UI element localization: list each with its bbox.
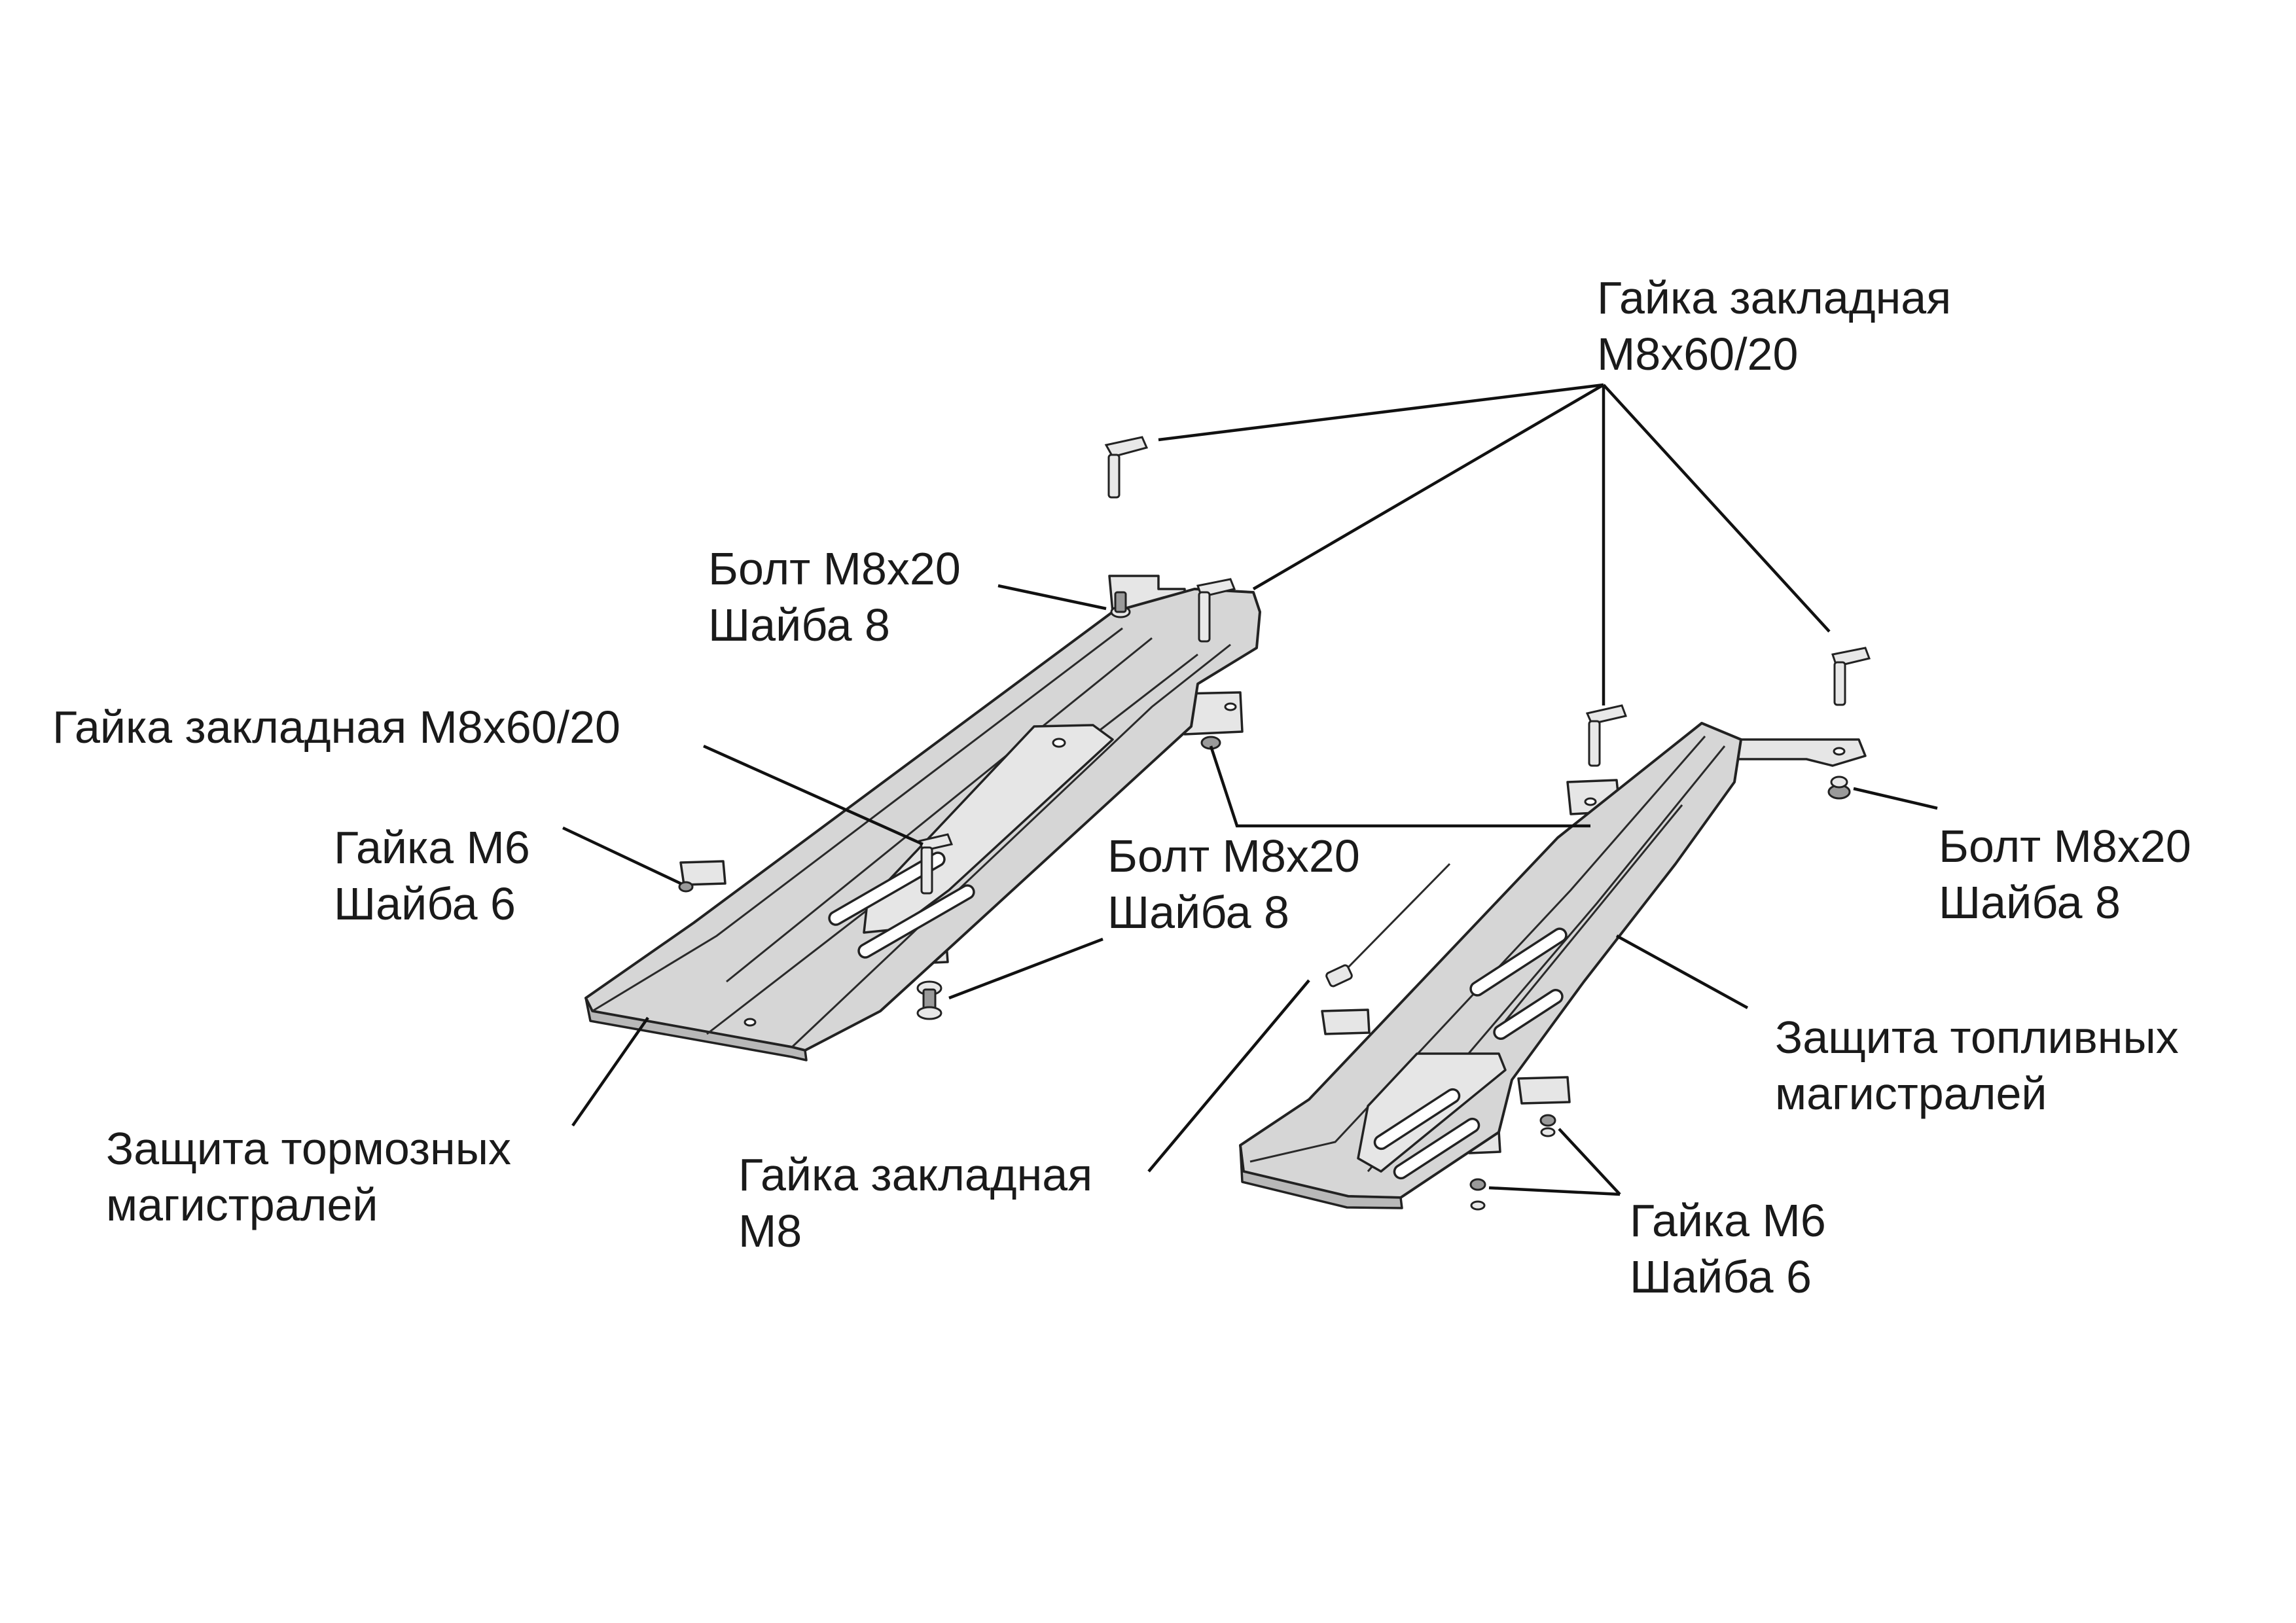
label-line: Болт М8х20	[1107, 830, 1360, 882]
label-line: М8х60/20	[1597, 329, 1799, 380]
leader-lines	[562, 383, 1938, 1196]
label-line: М8	[738, 1205, 802, 1257]
label-line: Гайка закладная	[738, 1149, 1093, 1200]
label-embedded-nut-m8x60-left: Гайка закладная М8х60/20	[52, 699, 620, 755]
label-line: магистралей	[1775, 1068, 2047, 1119]
brake-line-guard-part	[584, 575, 1261, 1061]
embedded-nut-m8x60-5	[918, 833, 954, 895]
label-line: Гайка М6	[1630, 1195, 1826, 1246]
bolt-m8x20-4	[916, 980, 942, 1020]
label-line: Шайба 8	[1939, 877, 2121, 928]
label-brake-line-guard: Защита тормозных магистралей	[106, 1120, 511, 1233]
nut-m6-left	[678, 881, 694, 893]
label-fuel-line-guard: Защита топливных магистралей	[1775, 1009, 2179, 1122]
label-line: Шайба 6	[1630, 1251, 1812, 1302]
label-line: Болт М8х20	[1939, 821, 2191, 872]
label-line: Гайка закладная	[1597, 272, 1952, 323]
label-line: Защита топливных	[1775, 1012, 2179, 1063]
fuel-line-guard-part	[1239, 722, 1867, 1209]
label-embedded-nut-m8x60-top: Гайка закладная М8х60/20	[1597, 270, 1951, 382]
bolt-m8x20-3	[1827, 776, 1851, 800]
label-embedded-nut-m8: Гайка закладная М8	[738, 1147, 1092, 1259]
label-line: магистралей	[106, 1179, 378, 1230]
embedded-nut-m8x60-1	[1104, 436, 1149, 499]
label-line: Шайба 8	[708, 599, 890, 651]
embedded-nut-m8x60-3	[1585, 704, 1628, 767]
label-bolt-left-top: Болт М8х20 Шайба 8	[708, 541, 961, 653]
embedded-nut-m8x60-4	[1831, 647, 1871, 706]
label-line: Шайба 6	[334, 878, 516, 929]
label-line: Защита тормозных	[106, 1123, 512, 1174]
label-bolt-center: Болт М8х20 Шайба 8	[1107, 828, 1360, 940]
label-line: Гайка закладная М8х60/20	[52, 702, 620, 753]
label-line: Гайка М6	[334, 822, 530, 873]
label-line: Болт М8х20	[708, 543, 961, 594]
label-nut-m6-right: Гайка М6 Шайба 6	[1630, 1192, 1826, 1305]
embedded-nut-m8	[1325, 863, 1451, 988]
label-nut-m6-left: Гайка М6 Шайба 6	[334, 819, 530, 932]
label-bolt-right: Болт М8х20 Шайба 8	[1939, 818, 2191, 931]
nut-m6-right	[1469, 1114, 1556, 1211]
bolt-m8x20-1	[1110, 591, 1131, 618]
label-line: Шайба 8	[1107, 887, 1289, 938]
embedded-nut-m8x60-2	[1196, 578, 1236, 643]
